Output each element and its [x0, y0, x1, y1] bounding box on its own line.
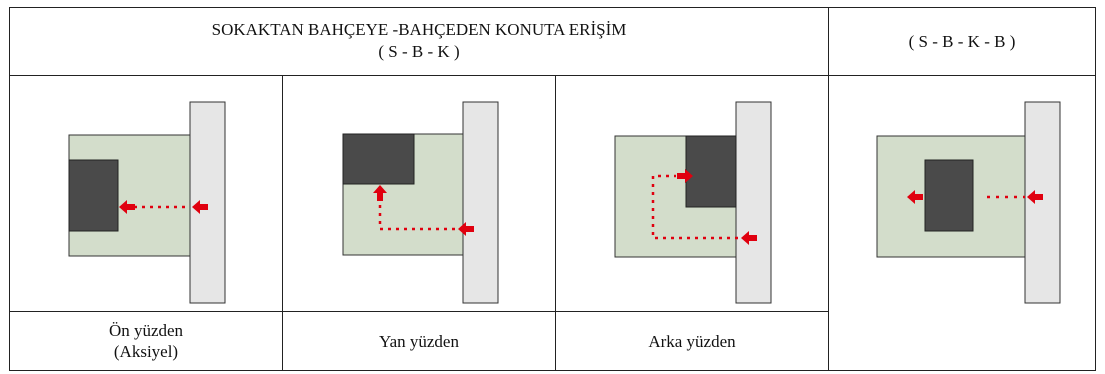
back-caption-cell: Arka yüzden: [555, 311, 829, 371]
house-entry-arrow-icon: [119, 200, 135, 214]
right-header-code: ( S - B - K - B ): [908, 32, 1016, 51]
front-caption-cell: Ön yüzden (Aksiyel): [9, 311, 283, 371]
through-diagram-cell: [828, 75, 1096, 371]
entry-arrow-icon: [458, 222, 474, 236]
house-block: [68, 159, 119, 232]
main-header-code: ( S - B - K ): [378, 42, 460, 61]
street-strip: [1024, 101, 1061, 304]
side-access-diagram: [342, 101, 499, 304]
house-entry-arrow-icon: [373, 185, 387, 201]
side-caption-cell: Yan yüzden: [282, 311, 556, 371]
main-header-cell: SOKAKTAN BAHÇEYE -BAHÇEDEN KONUTA ERİŞİM…: [9, 7, 829, 76]
entry-arrow-icon: [192, 200, 208, 214]
street-strip: [462, 101, 499, 304]
side-caption: Yan yüzden: [379, 331, 459, 351]
entry-arrow-icon: [741, 231, 757, 245]
through-access-diagram: [876, 101, 1061, 304]
house-block: [685, 135, 737, 208]
street-strip: [189, 101, 226, 304]
access-path: [651, 174, 738, 240]
front-diagram-cell: [9, 75, 283, 312]
house-entry-arrow-icon: [677, 169, 693, 183]
front-access-diagram: [68, 101, 226, 304]
entry-arrow-icon: [1027, 190, 1043, 204]
back-caption: Arka yüzden: [648, 331, 736, 351]
back-diagram-cell: [555, 75, 829, 312]
back-access-diagram: [614, 101, 772, 304]
front-caption-line2: (Aksiyel): [113, 342, 179, 361]
street-strip: [735, 101, 772, 304]
access-path: [378, 199, 455, 231]
house-block: [342, 133, 415, 185]
right-header-cell: ( S - B - K - B ): [828, 7, 1096, 76]
side-diagram-cell: [282, 75, 556, 312]
main-header-title: SOKAKTAN BAHÇEYE -BAHÇEDEN KONUTA ERİŞİM: [211, 20, 627, 39]
access-diagram-table: SOKAKTAN BAHÇEYE -BAHÇEDEN KONUTA ERİŞİM…: [9, 7, 1096, 371]
exit-arrow-icon: [907, 190, 923, 204]
front-caption-line1: Ön yüzden: [108, 321, 184, 340]
house-block: [924, 159, 974, 232]
